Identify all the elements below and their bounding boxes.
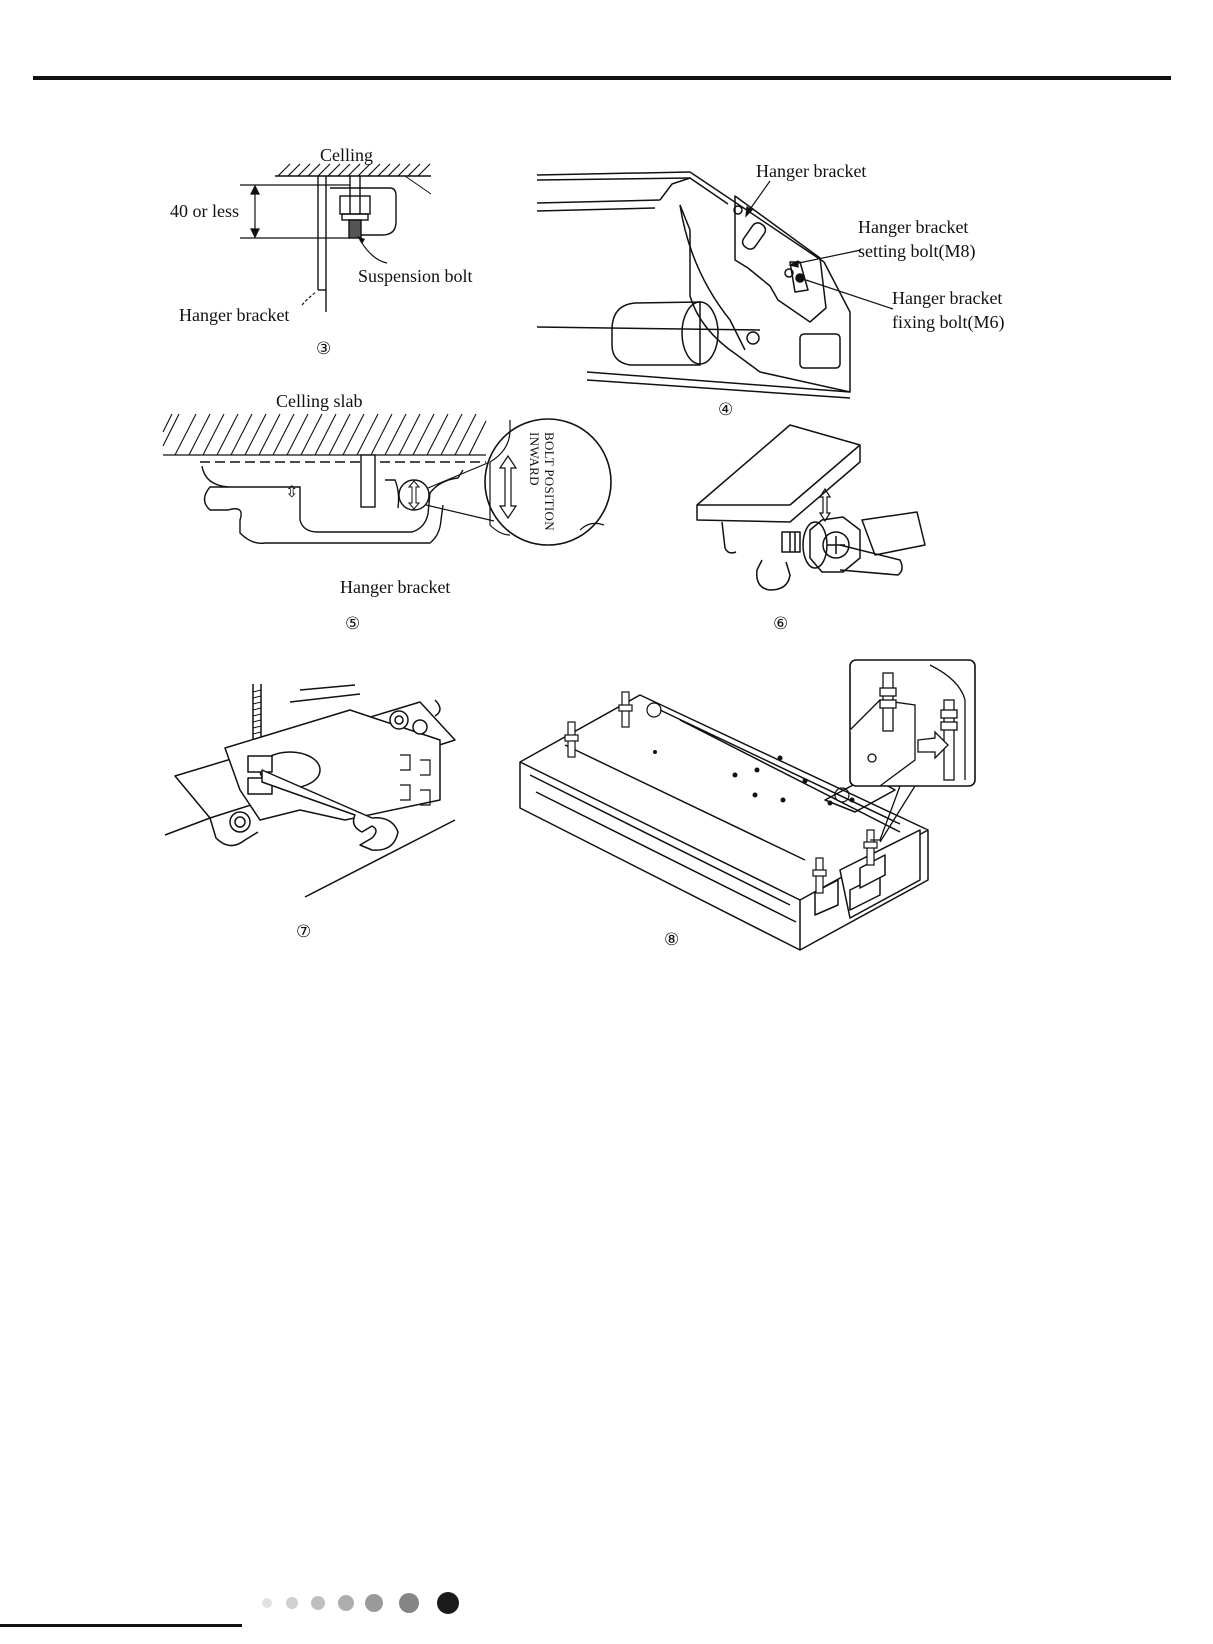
progress-dot [311, 1596, 325, 1610]
progress-dot [262, 1598, 272, 1608]
progress-dot [399, 1593, 419, 1613]
footer-rule [0, 1624, 242, 1627]
fig8-number: ⑧ [664, 930, 679, 950]
progress-dot [365, 1594, 383, 1612]
progress-dot-active [437, 1592, 459, 1614]
progress-dot [338, 1595, 354, 1611]
progress-dot [286, 1597, 298, 1609]
